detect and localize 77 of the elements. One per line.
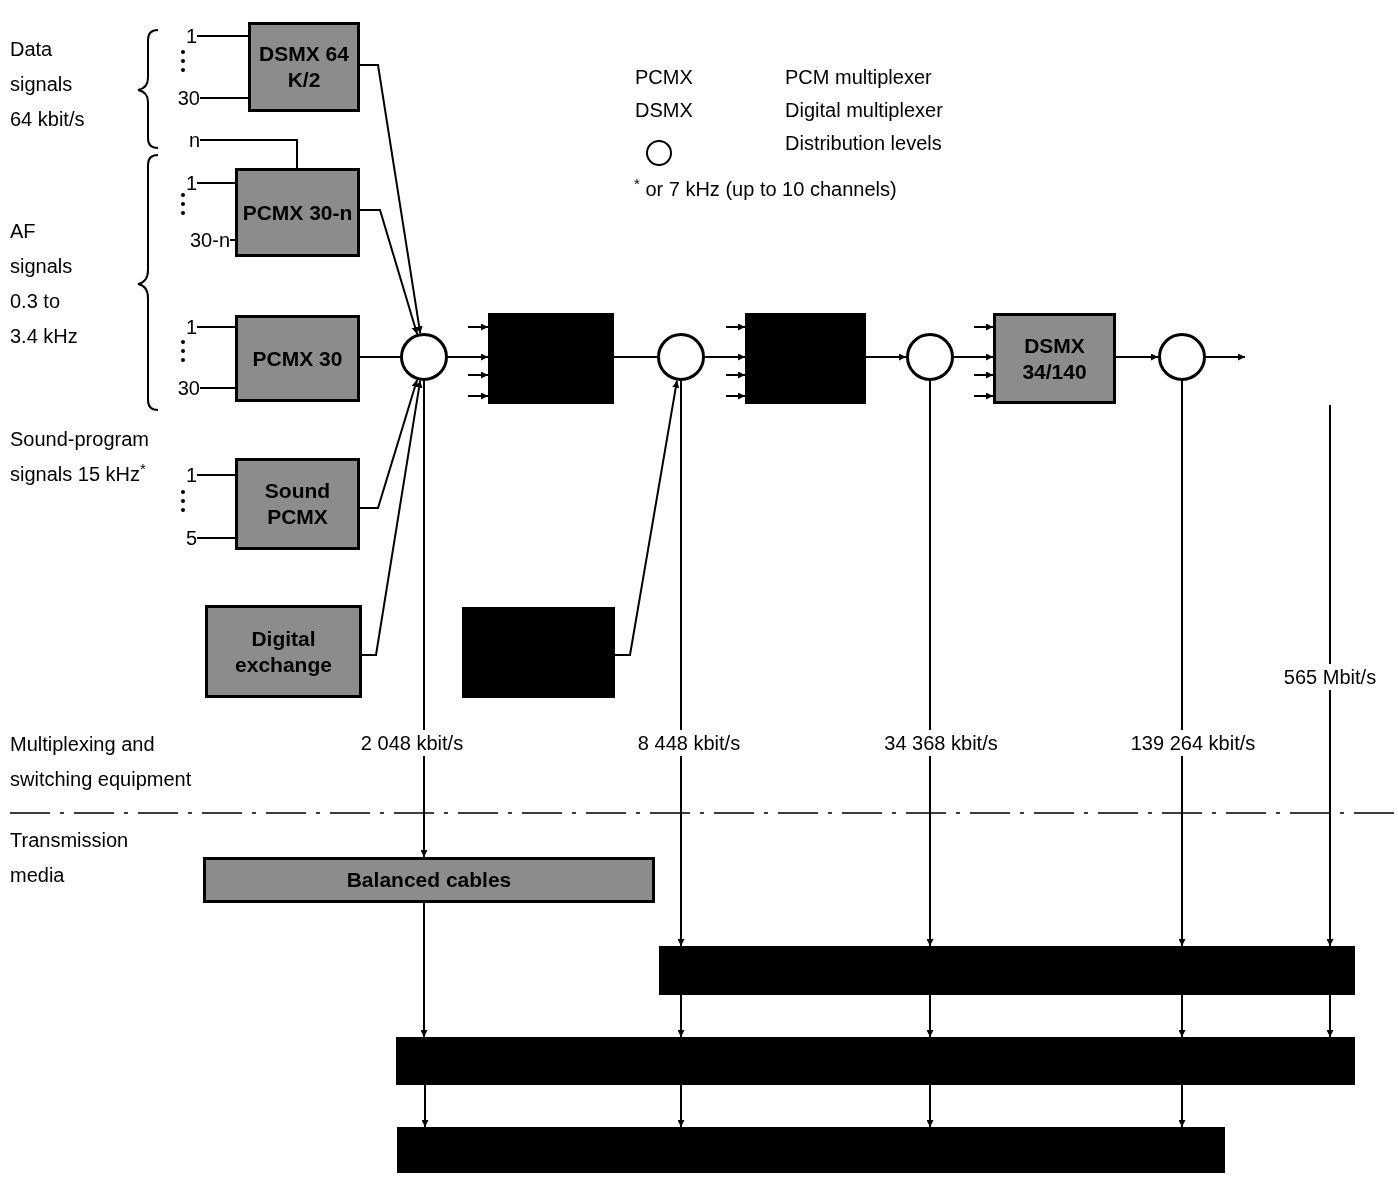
arrow	[1178, 1084, 1186, 1128]
multiplexer-box: Sound PCMX	[235, 458, 360, 550]
multiplexer-box: Digital exchange	[205, 605, 362, 698]
connector-line	[229, 239, 236, 241]
arrow	[926, 380, 934, 947]
connector-line	[196, 35, 249, 37]
arrow	[1205, 353, 1246, 361]
arrow	[359, 209, 419, 335]
channel-number: 30	[160, 374, 200, 402]
arrow	[420, 380, 428, 858]
arrow	[1178, 380, 1186, 947]
arrow	[677, 380, 685, 947]
arrow	[973, 371, 994, 379]
legend-text: Distribution levels	[785, 131, 943, 156]
arrow	[973, 323, 994, 331]
multiplexer-box	[745, 313, 866, 404]
multiplexer-box: DSMX 34/140	[993, 313, 1116, 404]
arrow	[1326, 404, 1334, 947]
channel-number: 30-n	[160, 226, 230, 254]
channel-number: 1	[165, 313, 197, 341]
arrow	[1115, 353, 1159, 361]
channel-number: 5	[165, 524, 197, 552]
arrow	[359, 64, 423, 335]
connector-line	[196, 474, 236, 476]
arrow	[361, 379, 423, 656]
arrow	[926, 1084, 934, 1128]
arrow	[467, 323, 489, 331]
arrow	[865, 353, 907, 361]
arrow	[704, 353, 746, 361]
transmission-bar	[396, 1037, 1355, 1085]
arrow	[973, 392, 994, 400]
text-label: Sound-program signals 15 kHz$^{*}$	[10, 427, 150, 487]
arrow	[1178, 994, 1186, 1038]
connector-line	[613, 356, 658, 358]
text-label: Multiplexing and switching equipment	[10, 732, 193, 792]
connector-line	[199, 139, 298, 169]
text-label: Data signals 64 kbit/s	[10, 37, 86, 132]
channel-number: 30	[160, 84, 200, 112]
arrow	[926, 994, 934, 1038]
multiplexer-box: PCMX 30-n	[235, 168, 360, 257]
connector-line	[196, 182, 236, 184]
arrow	[420, 902, 428, 1038]
legend-text: DSMX	[635, 98, 694, 123]
arrow	[447, 353, 489, 361]
connector-line	[199, 387, 236, 389]
arrow	[725, 371, 746, 379]
connector-line	[196, 537, 236, 539]
multiplexer-box	[488, 313, 614, 404]
arrow	[725, 323, 746, 331]
legend-text: Digital multiplexer	[785, 98, 944, 123]
arrow	[467, 392, 489, 400]
multiplexer-box: PCMX 30	[235, 315, 360, 402]
arrow	[677, 994, 685, 1038]
cable-bar: Balanced cables	[203, 857, 655, 903]
arrow	[677, 1084, 685, 1128]
arrow	[614, 379, 680, 656]
arrow	[467, 371, 489, 379]
arrow	[725, 392, 746, 400]
legend-text: PCMX	[635, 65, 694, 90]
legend-text: $^{*}$ or 7 kHz (up to 10 channels)	[634, 173, 898, 202]
legend-text: PCM multiplexer	[785, 65, 933, 90]
channel-number: 1	[165, 461, 197, 489]
arrow	[421, 1084, 429, 1128]
connector-line	[359, 356, 401, 358]
text-label: AF signals 0.3 to 3.4 kHz	[10, 219, 79, 349]
connector-line	[199, 97, 249, 99]
multiplexer-box: DSMX 64 K/2	[248, 22, 360, 112]
channel-number: 1	[165, 169, 197, 197]
channel-number: 1	[165, 22, 197, 50]
multiplexer-box	[462, 607, 615, 698]
transmission-bar	[397, 1127, 1225, 1173]
connector-line	[196, 326, 236, 328]
arrow	[953, 353, 994, 361]
channel-number: n	[178, 126, 200, 154]
text-label: Transmission media	[10, 828, 130, 888]
transmission-bar	[659, 946, 1355, 995]
arrow	[1326, 994, 1334, 1038]
